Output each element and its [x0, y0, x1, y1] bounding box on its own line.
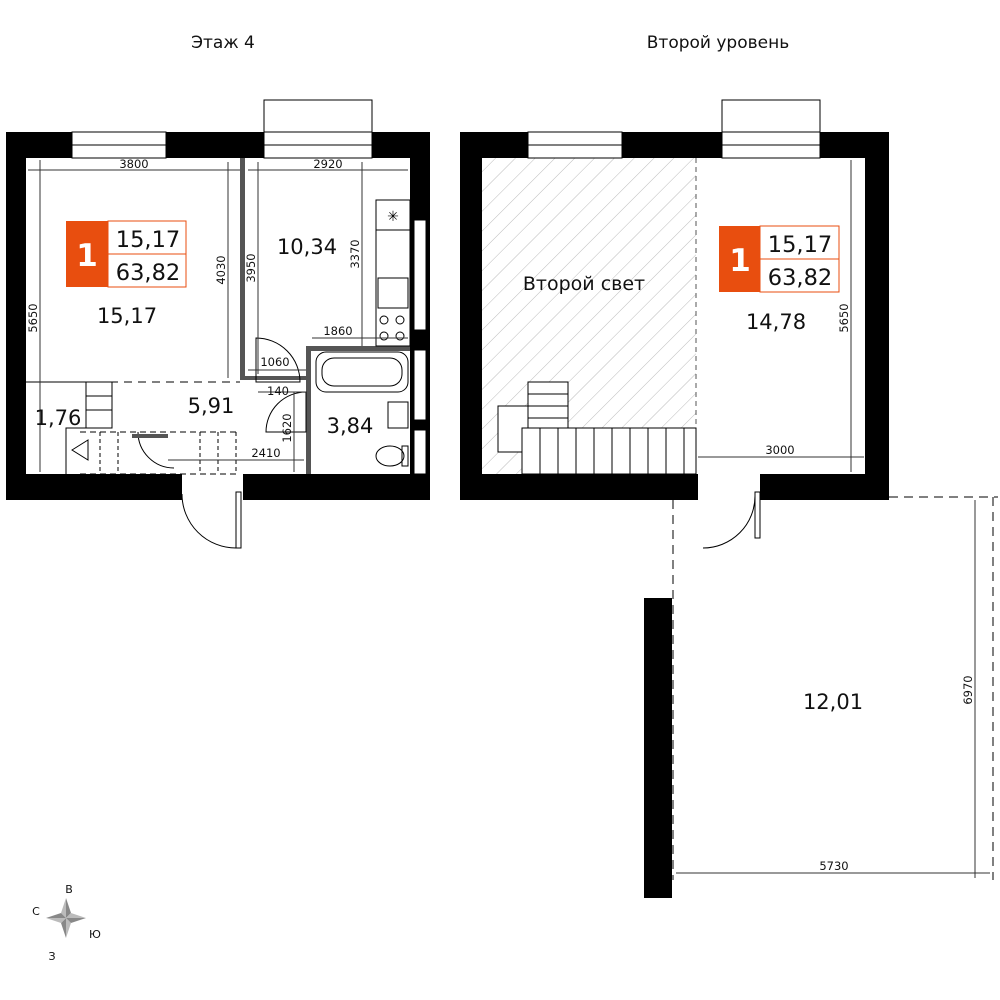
staircase-2 — [497, 381, 697, 475]
window-kitchen-bay — [263, 99, 373, 159]
wall-right-2 — [865, 132, 889, 500]
dimension-lines-right — [676, 160, 990, 878]
partition-bath-top — [306, 346, 410, 351]
wall-top-middle — [166, 132, 264, 158]
terrace-parapet — [644, 598, 672, 898]
partition-living-kitchen — [240, 158, 245, 380]
wall-bottom-right-2 — [760, 474, 889, 500]
partition-bath-left — [306, 346, 311, 474]
apartment-badge-right: 1 15,17 63,82 — [719, 225, 840, 293]
stove-burner-icon — [379, 315, 389, 325]
compass-rose-icon — [46, 898, 86, 938]
badge-total-area-2: 63,82 — [768, 265, 832, 291]
staircase — [26, 381, 240, 475]
dim-3370: 3370 — [348, 239, 362, 268]
wall-left-2 — [460, 132, 482, 500]
compass-south-label: Ю — [89, 928, 101, 941]
area-hall: 5,91 — [188, 394, 235, 418]
compass-west-label: З — [48, 950, 55, 963]
dim-1860: 1860 — [323, 324, 352, 338]
toilet-icon — [375, 445, 405, 467]
compass-north-label: С — [32, 905, 40, 918]
area-living-room: 15,17 — [97, 304, 157, 328]
door-bathroom — [265, 391, 307, 433]
dim-5650-right: 5650 — [837, 303, 851, 332]
terrace-door-leaf — [754, 491, 761, 539]
kitchen-counter: ✳ — [375, 199, 411, 347]
apartment-badge-left: 1 15,17 63,82 — [66, 220, 187, 288]
dim-5730: 5730 — [819, 859, 848, 873]
area-kitchen: 10,34 — [277, 235, 337, 259]
area-bedroom: 14,78 — [746, 310, 806, 334]
badge-total-area: 63,82 — [116, 260, 180, 286]
sink-icon — [377, 277, 409, 309]
dim-4030: 4030 — [214, 255, 228, 284]
badge-rooms-box-2 — [719, 226, 760, 292]
dim-2410: 2410 — [251, 446, 280, 460]
dim-1620: 1620 — [280, 413, 294, 442]
badge-living-area: 15,17 — [116, 227, 180, 253]
badge-rooms-box — [66, 221, 108, 287]
radiator-right — [413, 219, 427, 475]
badge-living-area-2: 15,17 — [768, 232, 832, 258]
dimension-lines-left — [28, 160, 408, 472]
washbasin-icon — [387, 401, 409, 429]
entrance-door — [181, 493, 237, 549]
terrace-door — [702, 495, 756, 549]
area-terrace: 12,01 — [803, 690, 863, 714]
wall-top-middle-2 — [622, 132, 722, 158]
second-level-title: Второй уровень — [647, 33, 789, 53]
wall-bottom-left-2 — [460, 474, 698, 500]
dim-1060: 1060 — [260, 355, 289, 369]
compass-east-label: В — [65, 883, 73, 896]
floor-4-plan: ✳ — [6, 99, 430, 549]
floor-4-title: Этаж 4 — [191, 33, 255, 53]
area-bathroom: 3,84 — [327, 414, 374, 438]
fridge-icon: ✳ — [387, 209, 399, 225]
second-light-label: Второй свет — [523, 273, 645, 295]
badge-rooms: 1 — [76, 238, 98, 274]
second-level-plan: 5650 3000 6970 5730 Второй свет 14,78 12… — [460, 99, 998, 898]
dim-140: 140 — [267, 384, 289, 398]
wall-bottom-right — [243, 474, 430, 500]
bathtub-icon — [315, 351, 409, 393]
wall-left — [6, 132, 26, 500]
dim-6970: 6970 — [961, 675, 975, 704]
dim-3000: 3000 — [765, 443, 794, 457]
area-stair-room: 1,76 — [35, 406, 82, 430]
dim-2920: 2920 — [313, 157, 342, 171]
dim-3800: 3800 — [119, 157, 148, 171]
wall-bottom-left — [6, 474, 182, 500]
window-bedroom-bay — [721, 99, 821, 159]
door-storage — [137, 431, 175, 469]
partition-hall — [245, 376, 306, 380]
dim-3950: 3950 — [244, 253, 258, 282]
entrance-door-leaf — [235, 491, 242, 549]
badge-rooms-2: 1 — [729, 243, 751, 279]
dim-5650-left: 5650 — [26, 303, 40, 332]
door-kitchen — [255, 337, 301, 383]
